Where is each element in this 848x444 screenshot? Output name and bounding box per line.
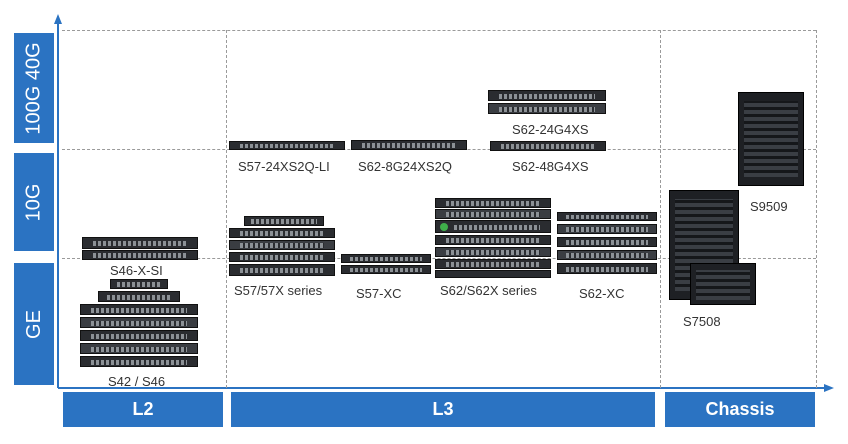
band-chassis-label: Chassis xyxy=(705,399,775,419)
band-ge: GE xyxy=(14,263,54,385)
s46-x-si-switch-image xyxy=(82,237,198,249)
band-100g40g: 100G 40G xyxy=(14,33,54,143)
s57-switch-image-3 xyxy=(229,240,335,250)
grid-line-top xyxy=(62,30,816,31)
s57-24xs2q-li-switch-image xyxy=(229,141,345,150)
s62-switch-image-6 xyxy=(435,259,551,269)
s57-switch-image-1 xyxy=(244,216,324,226)
label-s42-s46: S42 / S46 xyxy=(108,374,166,389)
band-10g-label: 10G xyxy=(22,183,45,221)
band-100g40g-label: 100G 40G xyxy=(22,41,45,135)
s62-switch-image-1 xyxy=(435,198,551,208)
s42-s46-switch-image-7 xyxy=(80,356,198,367)
label-s7508: S7508 xyxy=(683,314,721,329)
band-ge-label: GE xyxy=(22,309,45,339)
s62-24g4xs-switch-image-2 xyxy=(488,103,606,114)
grid-line-right xyxy=(816,30,817,388)
s42-s46-switch-image-5 xyxy=(80,330,198,341)
label-s57-57x: S57/57X series xyxy=(234,283,323,298)
grid-line-ge xyxy=(62,258,816,259)
label-s9509: S9509 xyxy=(750,199,788,214)
grid-line-l3-chassis xyxy=(660,30,661,388)
s42-s46-switch-image-1 xyxy=(110,279,168,289)
s62-8g24xs2q-switch-image xyxy=(351,140,467,150)
s62-24g4xs-switch-image-1 xyxy=(488,90,606,101)
s62-switch-image-2 xyxy=(435,209,551,219)
s62-switch-image-3 xyxy=(435,220,551,233)
s62-xc-switch-image-5 xyxy=(557,263,657,274)
label-s46-x-si: S46-X-SI xyxy=(110,263,163,278)
s62-xc-switch-image-4 xyxy=(557,250,657,260)
s62-xc-switch-image-2 xyxy=(557,224,657,234)
s57-switch-image-5 xyxy=(229,264,335,276)
band-l3: L3 xyxy=(231,392,655,427)
x-axis-arrow-icon xyxy=(824,384,834,392)
s42-s46-switch-image-4 xyxy=(80,317,198,328)
s62-xc-switch-image-1 xyxy=(557,212,657,221)
label-s62-24g4xs: S62-24G4XS xyxy=(512,122,589,137)
s62-xc-switch-image-3 xyxy=(557,237,657,247)
label-s62-s62x: S62/S62X series xyxy=(440,283,537,298)
s57-xc-switch-image-1 xyxy=(341,254,431,263)
band-l2: L2 xyxy=(63,392,223,427)
label-s62-8g24xs2q: S62-8G24XS2Q xyxy=(358,159,452,174)
label-s62-xc: S62-XC xyxy=(579,286,625,301)
s62-48g4xs-switch-image xyxy=(490,141,606,151)
s46-x-si-switch-image-2 xyxy=(82,250,198,260)
s42-s46-switch-image-6 xyxy=(80,343,198,354)
s62-switch-image-7 xyxy=(435,270,551,278)
y-axis-arrow-icon xyxy=(54,14,62,24)
label-s57-24xs2q-li: S57-24XS2Q-LI xyxy=(238,159,330,174)
s42-s46-switch-image-3 xyxy=(80,304,198,315)
band-l3-label: L3 xyxy=(432,399,454,419)
band-10g: 10G xyxy=(14,153,54,251)
s7508-chassis-image-small xyxy=(690,263,756,305)
grid-line-l2-l3 xyxy=(226,30,227,388)
band-chassis: Chassis xyxy=(665,392,815,427)
s57-xc-switch-image-2 xyxy=(341,265,431,274)
s62-switch-image-4 xyxy=(435,235,551,245)
s62-switch-image-5 xyxy=(435,247,551,257)
label-s57-xc: S57-XC xyxy=(356,286,402,301)
s57-switch-image-2 xyxy=(229,228,335,238)
s57-switch-image-4 xyxy=(229,252,335,262)
label-s62-48g4xs: S62-48G4XS xyxy=(512,159,589,174)
s42-s46-switch-image-2 xyxy=(98,291,180,302)
s9509-chassis-image xyxy=(738,92,804,186)
band-l2-label: L2 xyxy=(132,399,154,419)
